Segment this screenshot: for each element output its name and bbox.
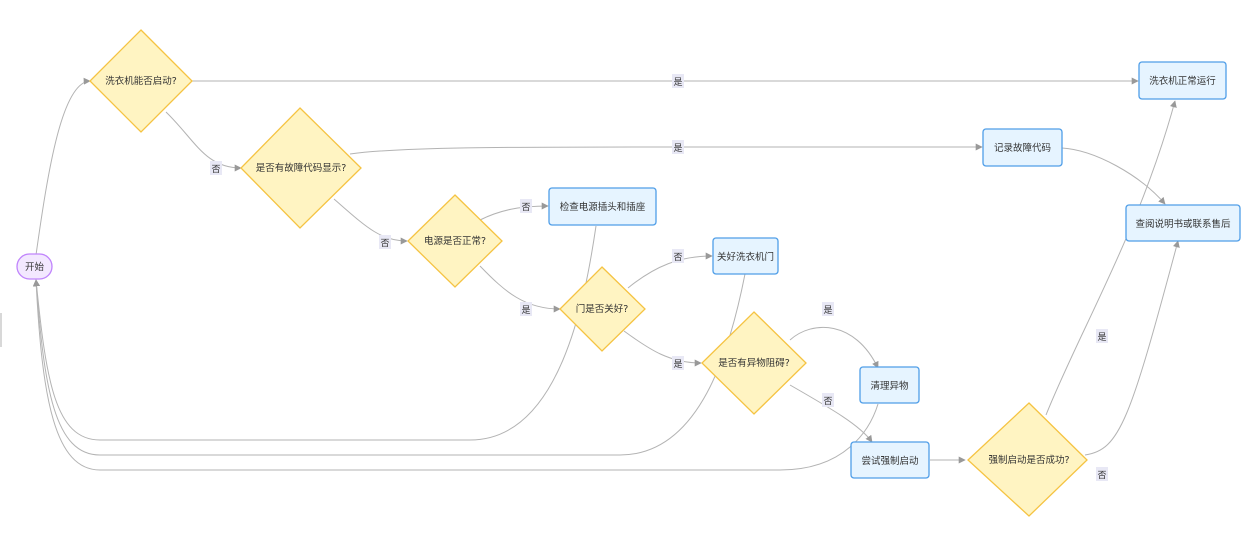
process-force-start[interactable]: 尝试强制启动 xyxy=(850,441,930,479)
edge-label-can-start-no: 否 xyxy=(210,161,222,175)
svg-text:否: 否 xyxy=(380,238,389,249)
svg-text:否: 否 xyxy=(521,202,530,213)
process-normal-run[interactable]: 洗衣机正常运行 xyxy=(1138,61,1227,100)
edge-error-code-to-record xyxy=(349,143,983,155)
svg-text:是: 是 xyxy=(673,359,682,370)
svg-text:洗衣机正常运行: 洗衣机正常运行 xyxy=(1149,75,1216,87)
svg-text:记录故障代码: 记录故障代码 xyxy=(994,142,1051,154)
edge-clear-to-start xyxy=(32,279,879,471)
edge-door-to-close-door xyxy=(627,252,713,289)
edge-label-force-yes: 是 xyxy=(1096,329,1108,343)
edge-can-start-to-error-code xyxy=(165,111,242,172)
svg-text:是: 是 xyxy=(673,143,682,154)
edge-label-force-no: 否 xyxy=(1096,467,1108,481)
svg-text:是: 是 xyxy=(823,305,832,316)
edge-label-door-no: 否 xyxy=(672,249,684,263)
edge-labels: 是 否 是 否 否 是 否 是 xyxy=(210,74,1108,481)
svg-text:门是否关好?: 门是否关好? xyxy=(576,303,629,315)
edge-label-can-start-yes: 是 xyxy=(672,74,684,88)
svg-text:是否有故障代码显示?: 是否有故障代码显示? xyxy=(256,162,347,174)
svg-text:查阅说明书或联系售后: 查阅说明书或联系售后 xyxy=(1135,218,1231,230)
svg-text:否: 否 xyxy=(823,396,832,407)
edge-label-power-yes: 是 xyxy=(520,302,532,316)
edge-start-to-can-start xyxy=(35,77,91,256)
svg-text:清理异物: 清理异物 xyxy=(870,380,909,392)
process-close-door[interactable]: 关好洗衣机门 xyxy=(712,237,779,275)
edge-check-power-to-start xyxy=(33,225,597,441)
decision-can-start[interactable]: 洗衣机能否启动? xyxy=(89,29,193,133)
decision-foreign-object[interactable]: 是否有异物阻碍? xyxy=(701,311,807,415)
edge-label-foreign-yes: 是 xyxy=(822,302,834,316)
edge-close-door-to-start xyxy=(32,273,746,456)
edge-door-to-foreign xyxy=(623,330,702,367)
svg-text:尝试强制启动: 尝试强制启动 xyxy=(861,455,918,467)
svg-text:检查电源插头和插座: 检查电源插头和插座 xyxy=(560,201,646,213)
edge-label-power-no: 否 xyxy=(520,199,532,213)
node-start[interactable]: 开始 xyxy=(16,253,53,280)
edge-foreign-to-clear xyxy=(789,326,879,369)
edge-power-to-door xyxy=(479,265,561,313)
svg-text:是: 是 xyxy=(673,77,682,88)
svg-text:电源是否正常?: 电源是否正常? xyxy=(424,235,486,247)
edge-error-code-to-power xyxy=(333,198,408,245)
edge-label-error-code-yes: 是 xyxy=(672,140,684,154)
svg-text:关好洗衣机门: 关好洗衣机门 xyxy=(717,251,774,263)
nodes: 开始 洗衣机能否启动? 是否有故障代码显示? 电源是否正常? 门是否关好? 是否… xyxy=(16,29,1241,517)
edge-force-success-to-consult xyxy=(1084,240,1180,456)
edge-foreign-to-force-start xyxy=(789,384,873,443)
svg-text:是: 是 xyxy=(521,305,530,316)
edge-label-error-code-no: 否 xyxy=(379,235,391,249)
decision-power-ok[interactable]: 电源是否正常? xyxy=(407,194,503,288)
svg-text:否: 否 xyxy=(673,252,682,263)
decision-door-closed[interactable]: 门是否关好? xyxy=(559,266,646,352)
edge-label-foreign-no: 否 xyxy=(822,393,834,407)
left-edge-tick xyxy=(0,313,2,347)
process-consult-manual[interactable]: 查阅说明书或联系售后 xyxy=(1125,204,1241,242)
svg-text:否: 否 xyxy=(1097,470,1106,481)
svg-text:洗衣机能否启动?: 洗衣机能否启动? xyxy=(105,75,177,87)
edge-label-door-yes: 是 xyxy=(672,356,684,370)
svg-text:强制启动是否成功?: 强制启动是否成功? xyxy=(988,454,1069,466)
edge-record-to-consult xyxy=(1061,147,1166,205)
process-check-power[interactable]: 检查电源插头和插座 xyxy=(548,187,657,226)
svg-text:否: 否 xyxy=(211,164,220,175)
edge-force-success-to-normal-run xyxy=(1045,100,1177,416)
svg-text:是否有异物阻碍?: 是否有异物阻碍? xyxy=(718,357,790,369)
edge-power-to-check-power xyxy=(479,202,549,221)
decision-error-code[interactable]: 是否有故障代码显示? xyxy=(240,107,362,229)
svg-text:是: 是 xyxy=(1097,332,1106,343)
decision-force-success[interactable]: 强制启动是否成功? xyxy=(967,402,1088,517)
process-clear-object[interactable]: 清理异物 xyxy=(859,366,920,404)
process-record-code[interactable]: 记录故障代码 xyxy=(982,128,1063,167)
svg-text:开始: 开始 xyxy=(25,261,45,273)
